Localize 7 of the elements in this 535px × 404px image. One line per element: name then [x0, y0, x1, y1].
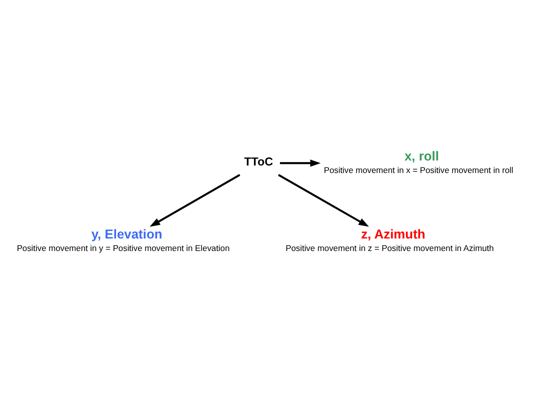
node-text: z, Azimuth Positive movement in z = Positive movement in Azimuth [286, 226, 494, 253]
arrow [150, 174, 240, 227]
node-text: x, roll Positive movement in x = Positive movement in roll [324, 148, 514, 176]
arrow [280, 160, 321, 167]
arrow [278, 174, 369, 227]
node-text: TToC [244, 155, 274, 168]
node-text: y, Elevation Positive movement in y = Positive movement in Elevation [16, 226, 230, 253]
